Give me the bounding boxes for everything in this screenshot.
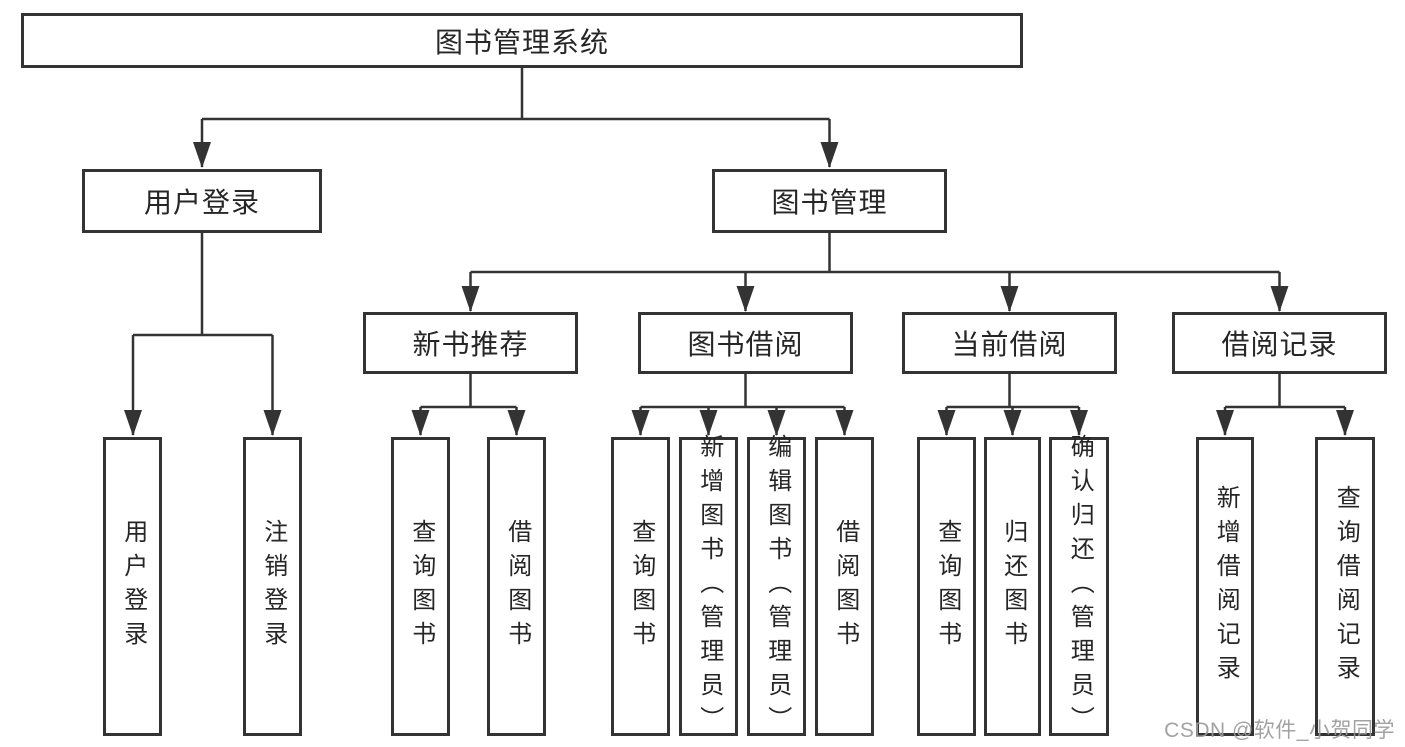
node-new-book-recommend: 新书推荐 <box>363 312 578 374</box>
node-label: 新增图书（管理员） <box>695 433 723 740</box>
node-current-borrowing: 当前借阅 <box>902 312 1117 374</box>
node-label: 当前借阅 <box>951 329 1068 360</box>
node-borrowing-records: 借阅记录 <box>1172 312 1387 374</box>
node-label: 借阅图书 <box>831 518 859 655</box>
node-book-borrowing: 图书借阅 <box>638 312 853 374</box>
connector-current-borrowing <box>937 374 1088 436</box>
node-query-books-recommend: 查询图书 <box>391 437 450 736</box>
node-label: 注销登录 <box>259 518 287 655</box>
node-user-login: 用户登录 <box>82 169 322 233</box>
node-label: 新书推荐 <box>412 329 529 360</box>
connector-book-management <box>461 233 1289 312</box>
node-query-books-current: 查询图书 <box>917 437 976 736</box>
connector-book-borrowing <box>631 374 854 436</box>
node-label: 图书管理系统 <box>434 26 609 58</box>
connector-user-login <box>124 233 282 436</box>
node-confirm-return-admin: 确认归还（管理员） <box>1049 434 1109 740</box>
node-label: 图书借阅 <box>687 329 804 360</box>
node-book-management: 图书管理 <box>712 169 947 233</box>
node-user-login-leaf: 用户登录 <box>103 437 162 736</box>
connector-new-book-recommend <box>411 374 526 436</box>
node-logout-leaf: 注销登录 <box>243 437 302 736</box>
node-label: 查询借阅记录 <box>1332 484 1360 689</box>
node-add-borrow-record: 新增借阅记录 <box>1196 437 1254 736</box>
node-label: 新增借阅记录 <box>1212 484 1240 689</box>
connector-borrowing-records <box>1216 374 1354 436</box>
node-label: 查询图书 <box>407 518 435 655</box>
node-label: 归还图书 <box>999 518 1027 655</box>
node-label: 借阅图书 <box>503 518 531 655</box>
node-label: 确认归还（管理员） <box>1066 433 1094 740</box>
node-edit-books-admin: 编辑图书（管理员） <box>747 434 806 740</box>
node-borrow-books-borrowing: 借阅图书 <box>815 437 874 736</box>
node-return-books: 归还图书 <box>984 437 1041 736</box>
node-borrow-books-recommend: 借阅图书 <box>487 437 546 736</box>
connector-root-to-level2 <box>193 68 839 168</box>
node-label: 用户登录 <box>143 187 260 218</box>
node-label: 查询图书 <box>933 518 961 655</box>
node-query-borrow-record: 查询借阅记录 <box>1315 437 1375 736</box>
node-label: 查询图书 <box>627 518 655 655</box>
csdn-watermark: CSDN @软件_小贺同学 <box>1164 719 1395 742</box>
node-label: 用户登录 <box>119 518 147 655</box>
node-add-books-admin: 新增图书（管理员） <box>679 434 738 740</box>
node-query-books-borrowing: 查询图书 <box>611 437 670 736</box>
node-library-management-system: 图书管理系统 <box>21 13 1023 68</box>
node-label: 图书管理 <box>771 187 888 218</box>
node-label: 借阅记录 <box>1221 329 1338 360</box>
node-label: 编辑图书（管理员） <box>763 433 791 740</box>
